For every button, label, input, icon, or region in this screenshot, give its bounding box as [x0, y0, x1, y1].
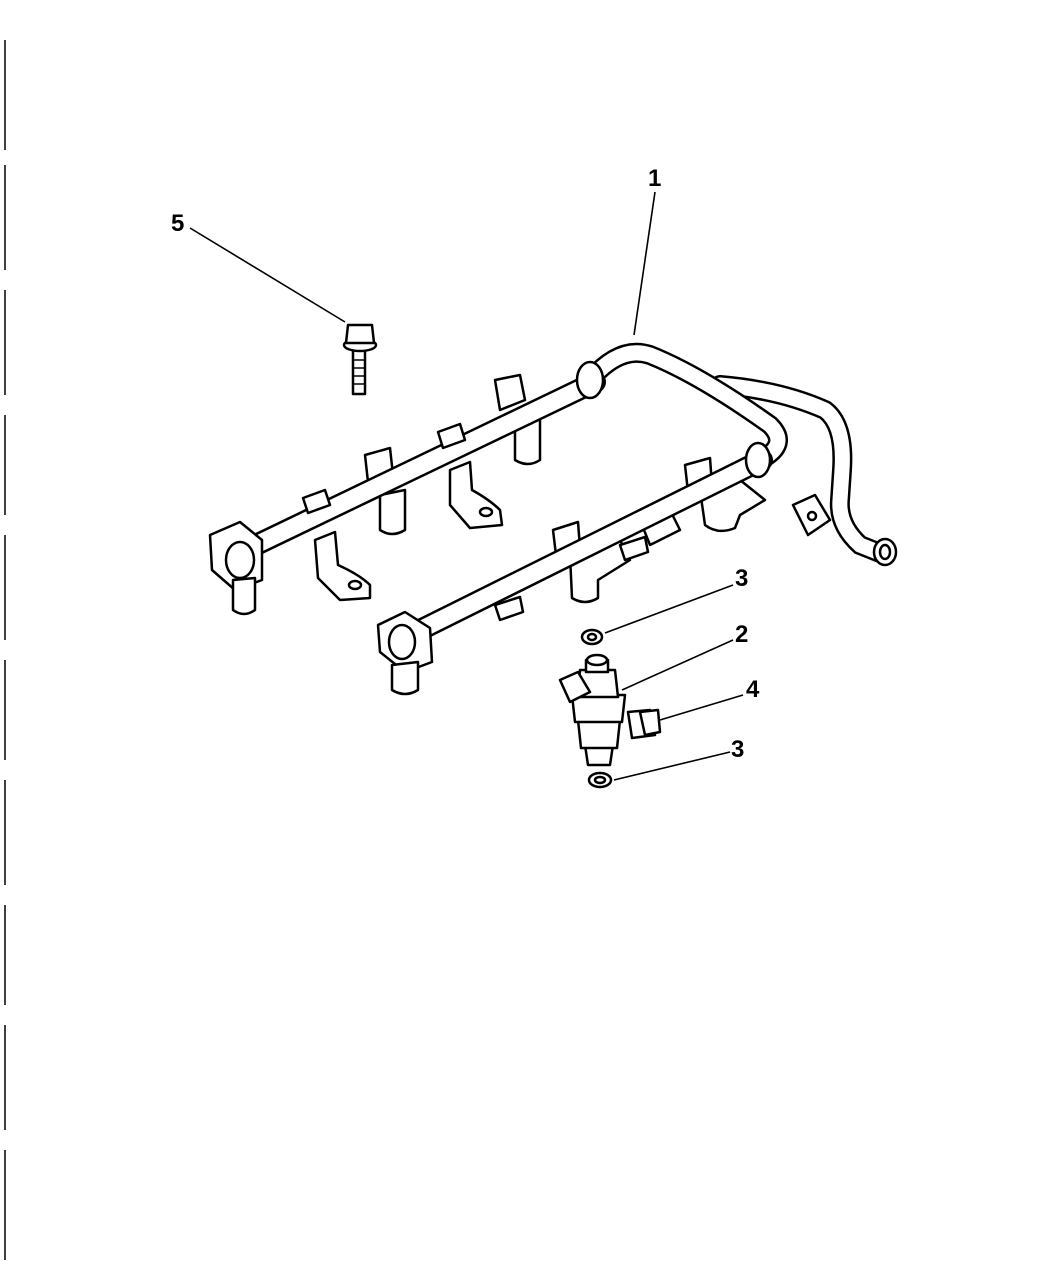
fuel-injector: [558, 653, 627, 767]
callout-3-o-ring-lower: 3: [731, 736, 744, 763]
callout-2-fuel-injector: 2: [735, 621, 748, 648]
o-ring-lower: [587, 771, 613, 789]
callout-5-bolt: 5: [171, 210, 184, 237]
callout-1-fuel-rail: 1: [648, 165, 661, 192]
clip: [626, 708, 662, 740]
fuel-supply-line: [710, 375, 898, 567]
callout-4-clip: 4: [746, 676, 760, 703]
o-ring-upper: [580, 628, 604, 646]
fuel-rail-lower: [376, 441, 773, 696]
fuel-rail-upper: [208, 360, 606, 616]
crossover-tube: [580, 342, 788, 470]
callout-3-o-ring-upper: 3: [735, 565, 748, 592]
leader-lines: [189, 191, 744, 781]
bolt: [342, 323, 378, 396]
